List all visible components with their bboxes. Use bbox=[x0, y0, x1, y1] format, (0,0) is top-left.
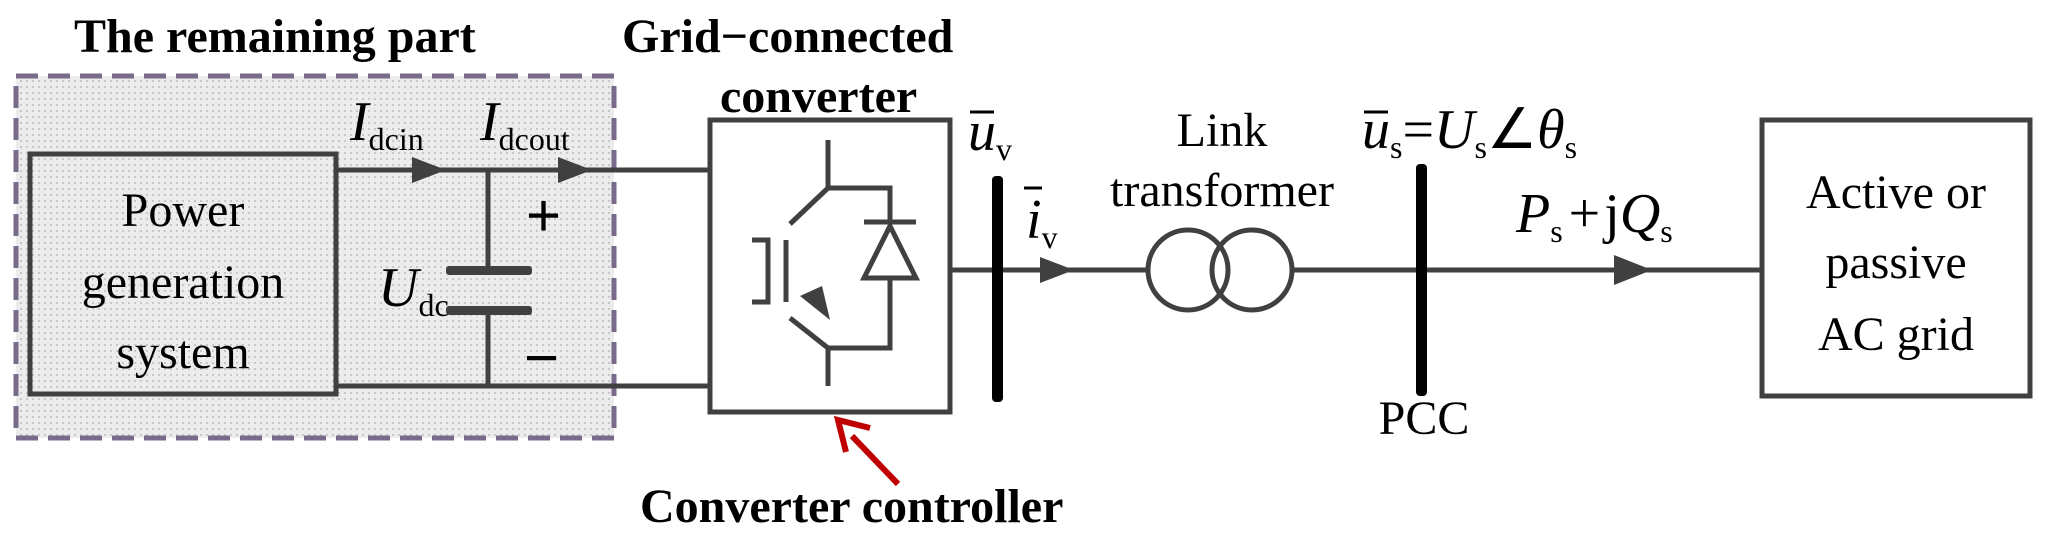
controller-arrow-head bbox=[833, 415, 871, 453]
power-generation-label-3: system bbox=[116, 326, 249, 379]
pcc-bus-bar bbox=[1416, 164, 1427, 396]
i-dcin-label: Idcin bbox=[349, 91, 424, 157]
power-generation-label-2: generation bbox=[82, 256, 285, 309]
converter-controller-label: Converter controller bbox=[640, 480, 1063, 533]
transformer-winding-primary bbox=[1145, 227, 1231, 313]
pcc-voltage-label: us=Us∠θs bbox=[1362, 99, 1577, 165]
igbt-emitter-arrow bbox=[800, 286, 830, 320]
converter-title-2: converter bbox=[720, 70, 917, 123]
transformer-winding-secondary bbox=[1209, 227, 1295, 313]
power-generation-box bbox=[27, 151, 339, 397]
u-dc-label: Udc bbox=[378, 257, 449, 323]
ac-grid-label-1: Active or bbox=[1806, 166, 1986, 219]
igbt-symbol bbox=[752, 140, 916, 386]
converter-title-1: Grid−connected bbox=[622, 10, 954, 63]
ac-grid-label-2: passive bbox=[1825, 236, 1966, 289]
i-v-label: iv bbox=[1026, 189, 1058, 255]
remaining-part-title: The remaining part bbox=[74, 10, 476, 63]
pcc-label: PCC bbox=[1379, 392, 1470, 445]
u-v-label: uv bbox=[968, 101, 1012, 167]
power-generation-label-1: Power bbox=[122, 184, 245, 237]
plus-sign: + bbox=[526, 182, 561, 249]
minus-sign: − bbox=[524, 324, 559, 391]
power-flow-arrow bbox=[1614, 255, 1652, 285]
power-flow-label: Ps+jQs bbox=[1515, 183, 1673, 249]
controller-arrow-shaft bbox=[849, 433, 901, 487]
i-dcout-arrow bbox=[558, 157, 592, 183]
diode-triangle bbox=[859, 220, 921, 281]
i-dcin-arrow bbox=[412, 157, 446, 183]
converter-bus-bar bbox=[992, 176, 1003, 402]
transformer-label-2: transformer bbox=[1110, 164, 1334, 217]
ac-grid-label-3: AC grid bbox=[1818, 308, 1974, 361]
transformer-label-1: Link bbox=[1177, 104, 1268, 157]
capacitor-plate-top bbox=[446, 266, 532, 275]
ac-grid-box bbox=[1759, 117, 2033, 399]
i-v-arrow bbox=[1040, 257, 1074, 283]
i-dcout-label: Idcout bbox=[479, 91, 570, 157]
